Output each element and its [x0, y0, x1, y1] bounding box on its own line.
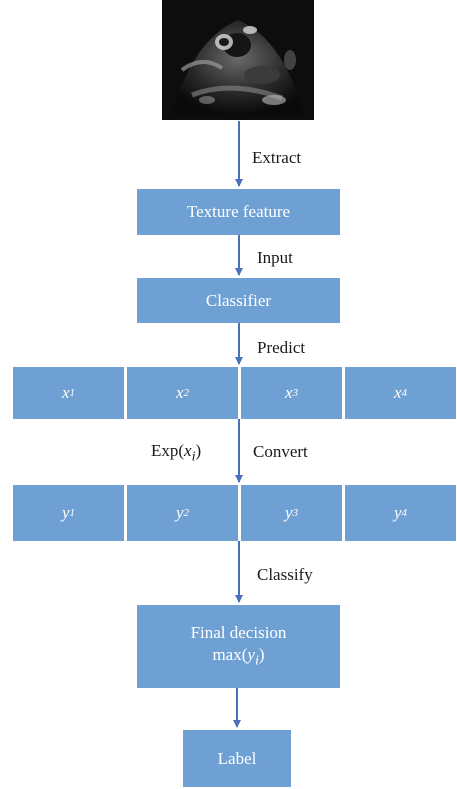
- label-box: Label: [183, 730, 291, 787]
- label-classify: Classify: [257, 565, 313, 584]
- classifier-box: Classifier: [137, 278, 340, 323]
- label-predict: Predict: [257, 338, 306, 357]
- final-decision-formula: max(yi): [212, 644, 265, 669]
- ultrasound-image: [162, 0, 314, 120]
- texture-feature-box: Texture feature: [137, 189, 340, 235]
- label-exp: Exp(xi): [151, 441, 202, 465]
- final-decision-title: Final decision: [190, 622, 287, 642]
- final-decision-box: Final decision max(yi): [137, 605, 340, 688]
- label-input: Input: [257, 248, 293, 267]
- label-extract: Extract: [252, 148, 302, 167]
- label-convert: Convert: [253, 442, 308, 461]
